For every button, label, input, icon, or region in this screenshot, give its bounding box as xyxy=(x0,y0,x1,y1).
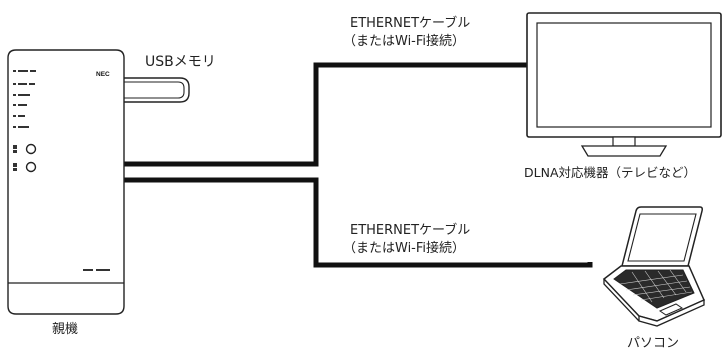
connection-tv-label-line1: ETHERNETケーブル xyxy=(350,16,471,31)
router-buttons xyxy=(13,143,37,173)
usb-memory-icon xyxy=(118,77,190,103)
connection-tv-label-line2: （またはWi-Fi接続） xyxy=(343,34,466,49)
tv-label: DLNA対応機器（テレビなど） xyxy=(524,165,696,180)
connection-pc-label-line2: （またはWi-Fi接続） xyxy=(343,241,466,256)
router-label: 親機 xyxy=(52,322,79,337)
pc-label: パソコン xyxy=(627,336,680,351)
usb-memory-label: USBメモリ xyxy=(145,54,216,70)
laptop-icon xyxy=(602,206,705,327)
ethernet-cable-to-tv xyxy=(124,62,537,167)
tv-icon xyxy=(526,12,722,157)
connection-pc-label-line1: ETHERNETケーブル xyxy=(350,223,471,238)
router-icon: NEC xyxy=(7,49,125,315)
router-brand: NEC xyxy=(96,71,110,78)
ethernet-cable-to-pc xyxy=(124,177,593,268)
